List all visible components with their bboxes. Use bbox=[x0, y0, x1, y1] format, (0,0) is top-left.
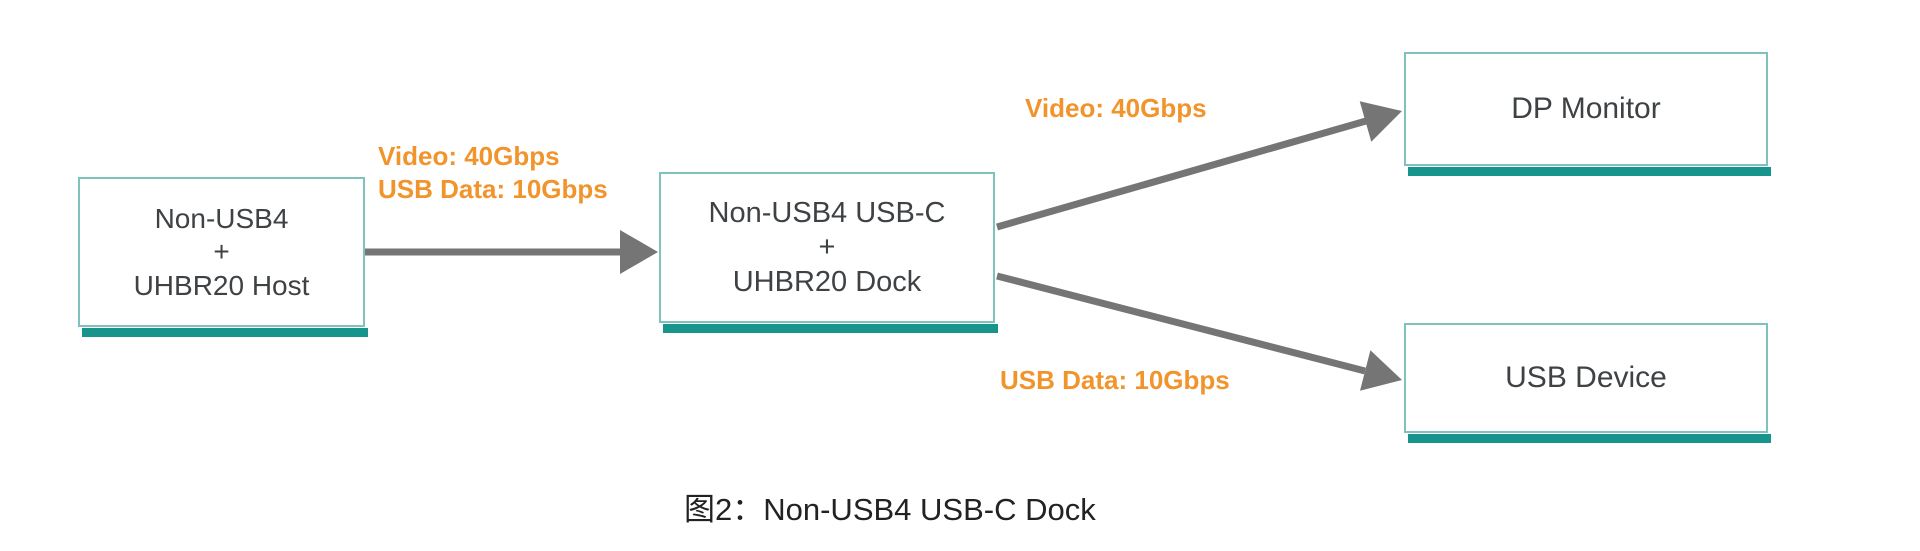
node-host-line3: UHBR20 Host bbox=[133, 269, 310, 301]
node-usb-device-label: USB Device bbox=[1505, 361, 1667, 395]
node-dock-line1: Non-USB4 USB-C bbox=[708, 197, 946, 230]
edge-label-dock-to-monitor: Video: 40Gbps bbox=[1025, 93, 1207, 123]
node-usb-device: USB Device bbox=[1404, 323, 1771, 443]
edge-label-host-to-dock-line1: Video: 40Gbps bbox=[378, 141, 560, 171]
arrow-dock-to-usb bbox=[996, 272, 1402, 391]
node-host-line1: Non-USB4 bbox=[154, 203, 289, 235]
arrow-dock-to-monitor bbox=[996, 101, 1402, 231]
figure-caption: 图2：Non-USB4 USB-C Dock bbox=[684, 492, 1096, 527]
node-dp-monitor-label: DP Monitor bbox=[1511, 92, 1661, 126]
edge-label-host-to-dock: Video: 40Gbps USB Data: 10Gbps bbox=[378, 140, 608, 206]
node-host-line2: + bbox=[213, 236, 230, 268]
node-dp-monitor: DP Monitor bbox=[1404, 52, 1771, 176]
node-dock-line2: + bbox=[818, 231, 836, 264]
arrow-host-to-dock bbox=[365, 230, 658, 274]
node-dock: Non-USB4 USB-C + UHBR20 Dock bbox=[659, 172, 998, 333]
node-dock-line3: UHBR20 Dock bbox=[732, 265, 922, 298]
node-host: Non-USB4 + UHBR20 Host bbox=[78, 177, 368, 337]
edge-label-host-to-dock-line2: USB Data: 10Gbps bbox=[378, 174, 608, 204]
edge-label-dock-to-usb: USB Data: 10Gbps bbox=[1000, 365, 1230, 395]
